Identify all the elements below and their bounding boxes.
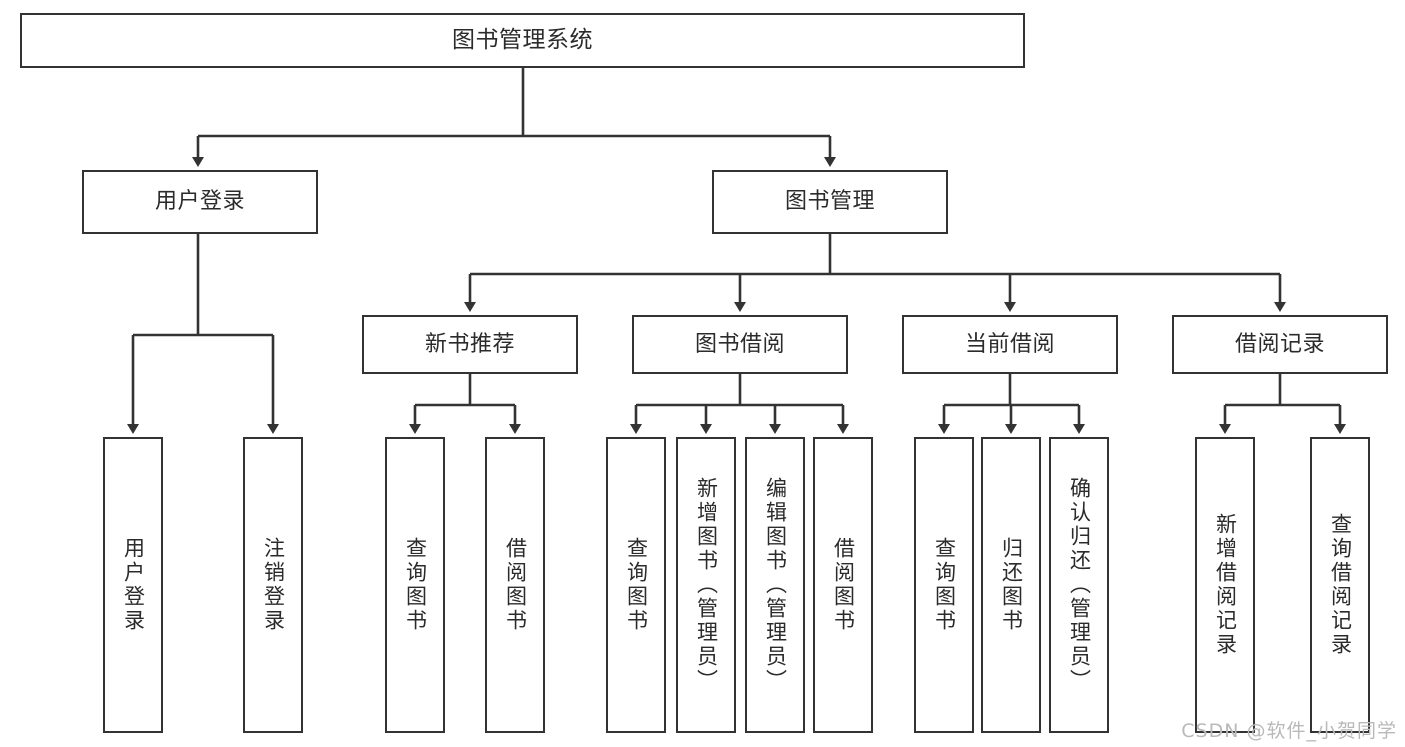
- node-leaf-user-login[interactable]: 用户登录: [103, 437, 163, 733]
- node-leaf-borrow-book-2-label: 借阅图书: [831, 537, 856, 633]
- node-current-borrow[interactable]: 当前借阅: [902, 315, 1118, 374]
- node-leaf-confirm-return[interactable]: 确认归还（管理员）: [1049, 437, 1109, 733]
- node-leaf-logout[interactable]: 注销登录: [243, 437, 303, 733]
- node-user-login-label: 用户登录: [154, 189, 245, 215]
- node-leaf-user-login-label: 用户登录: [121, 537, 146, 633]
- node-leaf-return-book[interactable]: 归还图书: [981, 437, 1041, 733]
- node-leaf-query-book-1-label: 查询图书: [403, 537, 428, 633]
- node-leaf-edit-book[interactable]: 编辑图书（管理员）: [745, 437, 805, 733]
- node-book-borrow[interactable]: 图书借阅: [632, 315, 848, 374]
- node-leaf-borrow-book-1[interactable]: 借阅图书: [485, 437, 545, 733]
- node-root-label: 图书管理系统: [452, 27, 593, 54]
- node-new-book-rec[interactable]: 新书推荐: [362, 315, 578, 374]
- node-leaf-add-record-label: 新增借阅记录: [1213, 513, 1238, 657]
- node-current-borrow-label: 当前借阅: [964, 331, 1055, 357]
- node-leaf-borrow-book-1-label: 借阅图书: [503, 537, 528, 633]
- node-book-manage-label: 图书管理: [784, 189, 875, 215]
- node-user-login[interactable]: 用户登录: [82, 170, 318, 234]
- node-leaf-query-book-2[interactable]: 查询图书: [606, 437, 666, 733]
- node-leaf-query-record[interactable]: 查询借阅记录: [1310, 437, 1370, 733]
- node-leaf-add-book[interactable]: 新增图书（管理员）: [676, 437, 736, 733]
- node-leaf-borrow-book-2[interactable]: 借阅图书: [813, 437, 873, 733]
- node-borrow-record[interactable]: 借阅记录: [1172, 315, 1388, 374]
- node-leaf-return-book-label: 归还图书: [999, 537, 1024, 633]
- node-leaf-add-record[interactable]: 新增借阅记录: [1195, 437, 1255, 733]
- node-leaf-query-book-1[interactable]: 查询图书: [385, 437, 445, 733]
- node-leaf-query-book-3[interactable]: 查询图书: [914, 437, 974, 733]
- node-leaf-add-book-label: 新增图书（管理员）: [694, 477, 719, 693]
- node-leaf-confirm-return-label: 确认归还（管理员）: [1067, 477, 1092, 693]
- node-leaf-query-record-label: 查询借阅记录: [1328, 513, 1353, 657]
- watermark-text: CSDN @软件_小贺同学: [1181, 720, 1397, 742]
- node-leaf-edit-book-label: 编辑图书（管理员）: [763, 477, 788, 693]
- node-leaf-logout-label: 注销登录: [261, 537, 286, 633]
- node-book-manage[interactable]: 图书管理: [712, 170, 948, 234]
- node-root[interactable]: 图书管理系统: [20, 13, 1025, 68]
- node-leaf-query-book-2-label: 查询图书: [624, 537, 649, 633]
- node-new-book-rec-label: 新书推荐: [424, 331, 515, 357]
- node-borrow-record-label: 借阅记录: [1234, 331, 1325, 357]
- node-leaf-query-book-3-label: 查询图书: [932, 537, 957, 633]
- node-book-borrow-label: 图书借阅: [694, 331, 785, 357]
